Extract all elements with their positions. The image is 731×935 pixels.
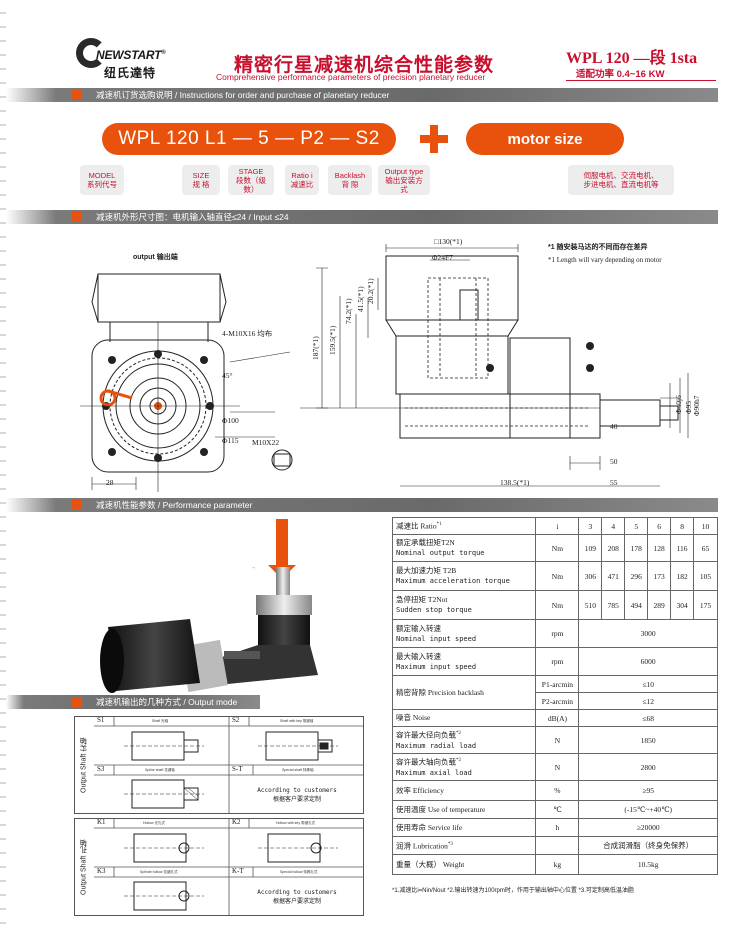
mode-s3-code: S3 (97, 765, 105, 773)
section-bar-performance: 减速机性能参数 / Performance parameter (6, 498, 718, 512)
row-service-life: 使用寿命 Service life h ≥20000 (391, 818, 718, 837)
mode-k1-desc: Hollow 光孔式 (143, 821, 165, 825)
dim-20: 20.2(*1) (366, 278, 375, 304)
dim-41: 41.5(*1) (356, 286, 365, 312)
mode-kt-desc: Special hollow 特殊孔式 (280, 870, 318, 874)
mode-k2-desc: Hollow with key 带键孔式 (276, 821, 316, 825)
mode-s3-desc: Spline shaft 花键轴 (145, 768, 175, 772)
plus-icon (420, 125, 448, 153)
dim-159: 159.5(*1) (328, 325, 337, 355)
order-code-pill: WPL 120 L1 — 5 — P2 — S2 (102, 123, 396, 155)
model-title: WPL 120 —段 1sta (566, 50, 698, 67)
table-footnote: *1.减速比i=Nin/Nout *2.输出转速为100rpm时，作用于输出轴中… (392, 888, 634, 894)
dim-74: 74.2(*1) (344, 298, 353, 324)
dim-bolt-pattern: 4-M10X16 均布 (222, 329, 273, 338)
dim-m10x22: M10X22 (252, 438, 280, 447)
mode-s2-desc: Shaft with key 带键轴 (280, 719, 314, 723)
front-view-drawing (80, 273, 293, 492)
dim-50: 50 (610, 457, 618, 466)
section-bar-dimensions: 减速机外形尺寸图：电机输入轴直径≤24 / Input ≤24 (6, 210, 718, 224)
dim-angle: 45° (222, 371, 233, 380)
dim-28: 28 (106, 478, 114, 487)
output-end-label: output 输出端 (133, 254, 178, 261)
brand-name-zh: 纽氏達特 (104, 66, 157, 80)
tag-motor-types: 伺服电机、交流电机、步进电机、直流电机等 (568, 165, 674, 195)
mode-k2-code: K2 (232, 818, 241, 826)
mode-s1-desc: Shaft 光轴 (152, 719, 169, 723)
drawing-note-en: *1 Length will vary depending on motor (548, 256, 662, 264)
product-annotation: → (252, 566, 255, 570)
section-bar-order: 减速机订货选购说明 / Instructions for order and p… (6, 88, 718, 102)
row-backlash-p1: 精密背隙 Precision backlash P1-arcmin ≤10 (391, 675, 718, 710)
mode-k1-code: K1 (97, 818, 106, 826)
section-bar-output: 减速机输出的几种方式 / Output mode (6, 695, 260, 709)
page-edge-decoration (0, 0, 6, 935)
mode-kt-code: K-T (232, 867, 244, 875)
solid-shaft-side-label: Output Shaft 实轴 (74, 716, 94, 814)
newstart-logo-icon (76, 38, 106, 68)
dim-input-bore: Φ24F7 (432, 253, 453, 262)
dim-d40: Φ40j6 (674, 395, 683, 414)
row-lubrication: 润滑 Lubrication*3 合成润滑脂（终身免保养） (391, 836, 718, 855)
mode-s1-code: S1 (97, 716, 105, 724)
dim-55: 55 (610, 478, 618, 487)
motor-size-pill: motor size (466, 123, 624, 155)
drawing-note-zh: *1 随安装马达的不同而存在差异 (548, 244, 648, 251)
hollow-shaft-grid (94, 818, 364, 916)
product-image (100, 519, 318, 693)
dim-d100: Φ100 (222, 416, 239, 425)
brand-name-en: NEWSTART® (96, 48, 166, 62)
page-title-zh: 精密行星减速机综合性能参数 (234, 55, 495, 76)
row-noise: 噪音 Noise dB(A) ≤68 (391, 709, 718, 727)
solid-shaft-grid (94, 716, 364, 814)
dim-flange: □130(*1) (434, 237, 463, 246)
row-efficiency: 效率 Efficiency % ≥95 (391, 780, 718, 801)
mode-k3-code: K3 (97, 867, 106, 875)
dim-138: 138.5(*1) (500, 478, 530, 487)
page-title-en: Comprehensive performance parameters of … (216, 72, 486, 82)
mode-s2-code: S2 (232, 716, 240, 724)
model-underline (566, 80, 716, 81)
dim-187: 187(*1) (311, 336, 320, 360)
model-power-range: 适配功率 0.4~16 KW (576, 69, 665, 80)
mode-st-desc: Special shaft 特殊轴 (282, 768, 314, 772)
dim-d115: Φ115 (222, 436, 239, 445)
dim-40: 40 (610, 422, 618, 431)
mode-st-code: S-T (232, 765, 243, 773)
row-weight: 重量（大概） Weight kg 10.5kg (391, 854, 718, 875)
row-temperature: 使用温度 Use of temperature ℃ (-15℃~+40℃) (391, 800, 718, 819)
side-view-drawing (300, 244, 689, 487)
dim-d90: Φ90h7 (692, 395, 701, 416)
mode-k3-desc: Splinde hollow 花键孔式 (140, 870, 178, 874)
hollow-shaft-side-label: Output Shaft 孔轴 (74, 818, 94, 916)
